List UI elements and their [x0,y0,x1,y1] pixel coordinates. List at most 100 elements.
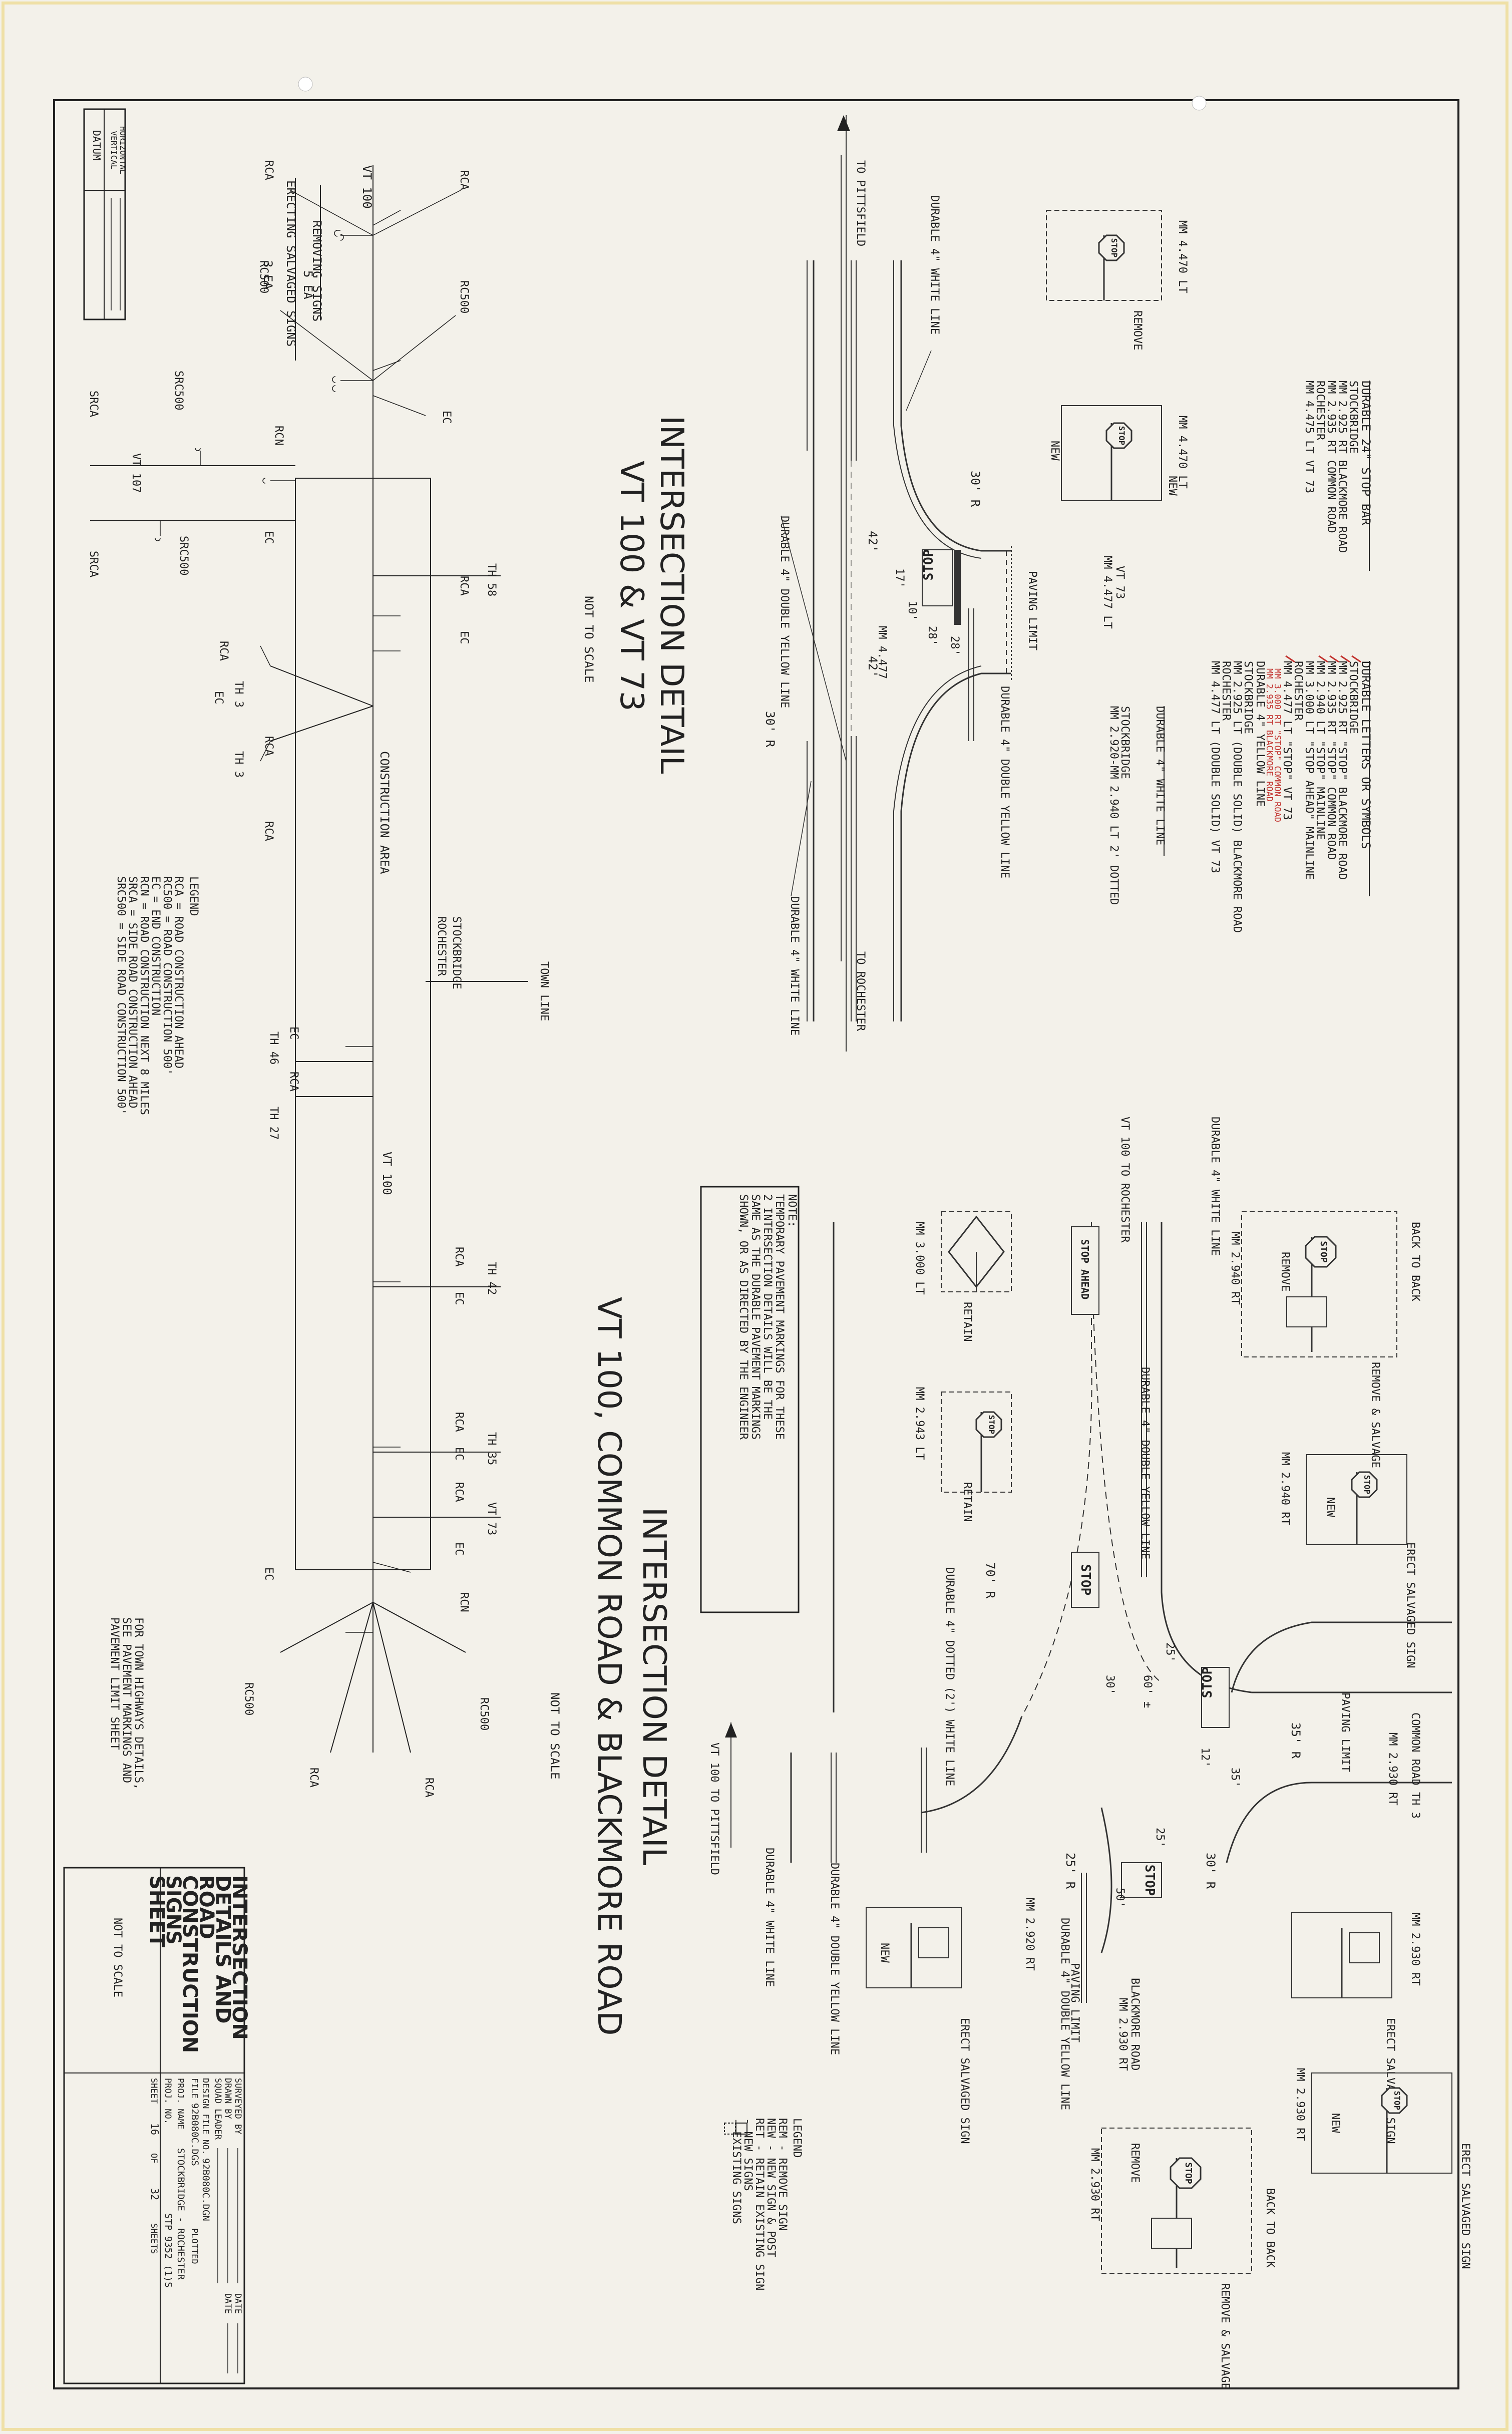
mm-2940-rt-2: MM 2.940 RT [1279,1452,1291,1525]
mm-3000-lt: MM 3.000 LT [913,1222,926,1295]
letters-row: MM 3.000 LT "STOP AHEAD" MAINLINE [1303,661,1315,880]
mm-4470-lt-new: MM 4.470 LT [1176,416,1189,489]
letters-row: MM 2.935 RT "STOP" COMMON ROAD [1325,661,1337,860]
legend-signs: LEGEND RCA = ROAD CONSTRUCTION AHEAD RC5… [115,876,200,1115]
sheet-label: SHEET [149,2078,159,2104]
stop-sign-icon [1098,234,1125,261]
sign-ec: EC [453,1292,465,1305]
sign-ec: EC [212,691,225,705]
sign-ec: EC [458,631,470,644]
plotted-label: PLOTTED [189,2228,199,2264]
title-scale: NOT TO SCALE [111,1918,124,1997]
stockbridge-label: STOCKBRIDGE [450,916,463,989]
legend2-row: - NEW SIGNS [741,2118,754,2191]
yellow-row: ROCHESTER [1220,661,1232,721]
yellow-title: DURABLE 4" YELLOW LINE [1254,661,1266,807]
dim-42-left: 42' [866,531,880,552]
letters-row: MM 4.477 LT "STOP" VT 73 [1281,661,1293,820]
new-label-2: NEW [1324,1497,1336,1517]
stop-legend-blackmore: STOP [1142,1865,1157,1896]
white-row: MM 2.920-MM 2.940 LT 2' DOTTED [1107,706,1120,905]
stop-sign-text: STOP [1109,238,1119,258]
sign-rca: RCA [307,1768,320,1788]
detail2-title: INTERSECTION DETAIL [635,1507,672,1866]
stop-ahead-legend: STOP AHEAD [1079,1239,1091,1299]
sign-rcn: RCN [272,426,285,446]
stop-legend-common: STOP [1200,1667,1215,1698]
removing-signs-label: REMOVING SIGNS [310,220,324,321]
yellow-row: MM 2.925 LT (DOUBLE SOLID) BLACKMORE ROA… [1231,661,1243,933]
stop-bar-row: ROCHESTER [1314,381,1326,441]
vt73-diagram-label: VT 73 [485,1502,498,1535]
dim-25-b: 25' [1154,1828,1166,1848]
note-line: SHOWN, OR AS DIRECTED BY THE ENGINEER [737,1194,749,1440]
stop-sign-icon [1105,422,1132,449]
stop-bar-row: MM 2.935 RT COMMON ROAD [1325,381,1337,533]
remove-salvage-1: REMOVE & SALVAGE [1369,1362,1381,1468]
sign-rca: RCA [217,641,230,661]
sign-ec: EC [262,1567,275,1581]
th42-label: TH 42 [485,1262,498,1295]
white-line-table: DURABLE 4" WHITE LINE STOCKBRIDGE MM 2.9… [1107,706,1166,905]
title-line: INTERSECTION [228,1875,251,2040]
letters-row: MM 2.925 RT "STOP" BLACKMORE ROAD [1336,661,1348,880]
vt100-to-pittsfield: VT 100 TO PITTSFIELD [708,1743,720,1875]
surveyed-by: SURVEYED BY [233,2078,243,2135]
note-title: NOTE: [786,1194,798,1227]
legend1-row: RCN = ROAD CONSTRUCTION NEXT 8 MILES [138,876,150,1115]
remove-label-1: REMOVE [1131,310,1144,350]
sign-src500: SRC500 [172,371,185,410]
construction-area-label: CONSTRUCTION AREA [377,751,392,874]
retain-label-1: RETAIN [961,1302,973,1341]
file-value: 92B080C.DGS [189,2103,200,2166]
remove-salvage-2: REMOVE & SALVAGE [1219,2283,1231,2389]
title-line: ROAD [195,1875,218,1939]
construction-sign-diagram: VT 100 CONSTRUCTION AREA VT 100 TOWN LIN… [87,160,550,1798]
sign-ec: EC [262,531,275,544]
stop-legend-vt73: STOP [921,549,936,581]
punch-hole-left [298,77,313,92]
legend1-row: RCA = ROAD CONSTRUCTION AHEAD [172,876,185,1069]
drawn-by: DRAWN BY [223,2078,233,2119]
vt107-label: VT 107 [130,453,142,493]
dim-35: 35' [1229,1768,1241,1788]
stop-bar-table: DURABLE 24" STOP BAR STOCKBRIDGE MM 2.92… [1303,381,1373,571]
plaque-icon [1349,1932,1380,1963]
detail-vt100-vt73: INTERSECTION DETAIL VT 100 & VT 73 NOT T… [582,115,1189,1052]
common-road-label: COMMON ROAD TH 3 [1409,1712,1421,1819]
stop-mainline-legend: STOP [1078,1564,1093,1596]
sign-rc500: RC500 [458,280,470,313]
mm-2920-rt: MM 2.920 RT [1023,1898,1036,1971]
yellow-row: MM 4.477 LT (DOUBLE SOLID) VT 73 [1209,661,1221,873]
sign-ec: EC [287,1026,300,1040]
white-line-callout-1: DURABLE 4" WHITE LINE [928,195,941,334]
town-note-line: SEE PAVEMENT MARKINGS AND [120,1617,133,1783]
erect-salvaged-1: ERECT SALVAGED SIGN [1404,1542,1416,1668]
note-line: SAME AS THE DURABLE PAVEMENT MARKINGS [749,1194,762,1440]
vt100-label-top: VT 100 [360,165,374,209]
detail2-subtitle: VT 100, COMMON ROAD & BLACKMORE ROAD [590,1297,627,2036]
th58-label: TH 58 [485,563,498,596]
dim-25-a: 25' [1164,1642,1176,1662]
stop-sign-text: STOP [1392,2091,1402,2111]
note-line: 2 INTERSECTION DETAILS WILL BE THE [761,1194,774,1420]
stop-sign-text: STOP [1117,426,1126,446]
sign-srca: SRCA [87,551,100,577]
legend1-row: EC = END CONSTRUCTION [149,876,162,1015]
letters-symbols-table: DURABLE LETTERS OR SYMBOLS STOCKBRIDGE M… [1264,655,1373,896]
sign-rca: RCA [262,160,275,180]
plaque-icon [1151,2218,1192,2249]
radius-30-left: 30' R [968,471,982,507]
erect-salvaged-2: ERECT SALVAGED SIGN [1384,2018,1396,2144]
erecting-signs-count: 3 EA [261,260,275,289]
proj-name-value: STOCKBRIDGE - ROCHESTER [175,2148,186,2280]
remove-label-3: REMOVE [1128,2143,1141,2183]
white-line-callout-4: DURABLE 4" WHITE LINE [763,1848,776,1987]
sheet-border [53,99,1459,2389]
note-line: TEMPORARY PAVEMENT MARKINGS FOR THESE [773,1194,786,1440]
stop-sign-icon [1170,2157,1202,2189]
detail1-subtitle: VT 100 & VT 73 [613,461,650,712]
legend1-row: RC500 = ROAD CONSTRUCTION 500' [161,876,173,1075]
stop-sign-icon [1351,1471,1378,1498]
